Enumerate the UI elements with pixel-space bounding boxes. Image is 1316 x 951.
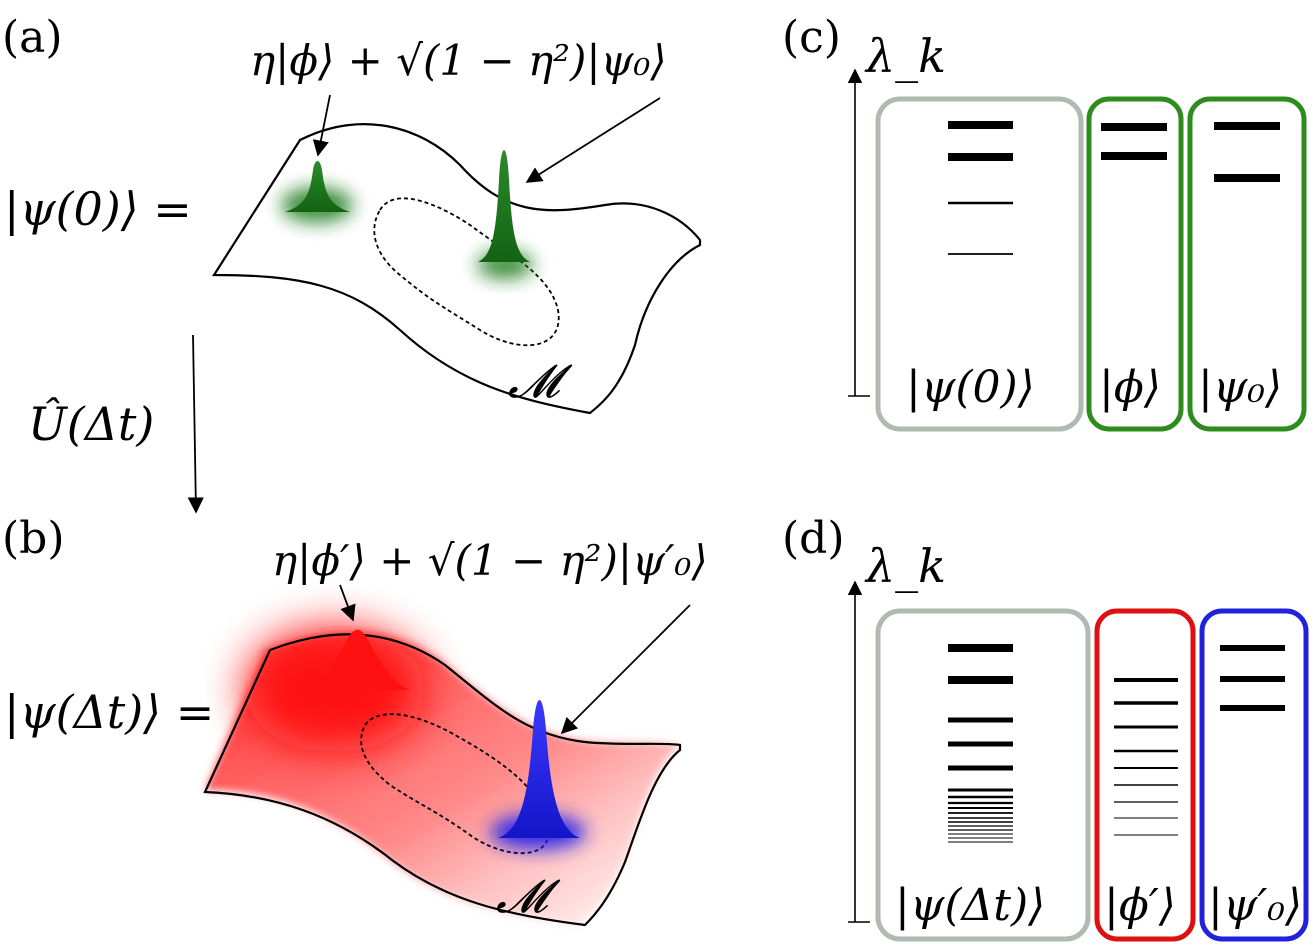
arrow-to-psi0-a	[525, 97, 661, 183]
box-psi-dt-total	[875, 608, 1091, 942]
panel-d-label: (d)	[782, 513, 845, 564]
manifold-a	[211, 123, 702, 415]
caption-psi0-total: |ψ(0)⟩	[906, 362, 1035, 413]
box-phi-prime	[1094, 608, 1196, 942]
panel-d-axis-label: λ_k	[864, 539, 946, 593]
panel-b-lhs: |ψ(Δt)⟩ =	[4, 685, 214, 739]
arrow-to-phi-a	[312, 94, 331, 157]
box-psi0-prime	[1199, 608, 1309, 942]
evolution-arrow	[187, 334, 204, 514]
spectrum-phi-prime	[1114, 678, 1178, 836]
panel-d: (d) λ_k	[782, 513, 1309, 942]
panel-c-axis-label: λ_k	[864, 29, 946, 83]
evolution-operator: Û(Δt)	[28, 396, 154, 451]
peak-phi-a	[285, 161, 350, 212]
panel-c: (c) λ_k |ψ(0)⟩ |ϕ⟩ |ψ₀⟩	[782, 12, 1307, 432]
panel-b-superposition: η|ϕ′⟩ + √(1 − η²)|ψ′₀⟩	[272, 536, 708, 585]
caption-psi-dt-total: |ψ(Δt)⟩	[895, 880, 1045, 931]
box-psi0-total	[875, 96, 1084, 432]
panel-a-label: (a)	[2, 12, 63, 63]
caption-phi-prime: |ϕ′⟩	[1104, 880, 1176, 931]
panel-a-superposition: η|ϕ⟩ + √(1 − η²)|ψ₀⟩	[250, 36, 667, 85]
arrow-to-phi-b	[339, 584, 356, 622]
spectrum-psi-dt	[948, 644, 1013, 843]
box-psi0	[1187, 96, 1307, 432]
panel-b: (b) η|ϕ′⟩ + √(1 − η²)|ψ′₀⟩ |ψ(Δt)⟩ = 𝓜	[2, 513, 708, 927]
box-phi	[1086, 96, 1184, 432]
caption-psi0: |ψ₀⟩	[1198, 362, 1282, 413]
panel-a: (a) η|ϕ⟩ + √(1 − η²)|ψ₀⟩ |ψ(0)⟩ = 𝓜	[2, 12, 702, 415]
panel-a-lhs: |ψ(0)⟩ =	[4, 182, 192, 236]
manifold-b	[203, 633, 682, 927]
panel-c-label: (c)	[782, 12, 841, 63]
caption-psi0-prime: |ψ′₀⟩	[1208, 880, 1302, 931]
caption-phi: |ϕ⟩	[1099, 362, 1161, 413]
evolution: Û(Δt)	[28, 334, 204, 514]
peak-phi-b	[305, 629, 410, 690]
panel-b-label: (b)	[2, 513, 65, 564]
arrow-to-psi0-b	[560, 604, 691, 735]
manifold-label-a: 𝓜	[508, 354, 573, 408]
loop-a	[373, 197, 560, 347]
peak-psi0-b	[498, 700, 580, 838]
peak-psi0-a	[478, 150, 530, 262]
